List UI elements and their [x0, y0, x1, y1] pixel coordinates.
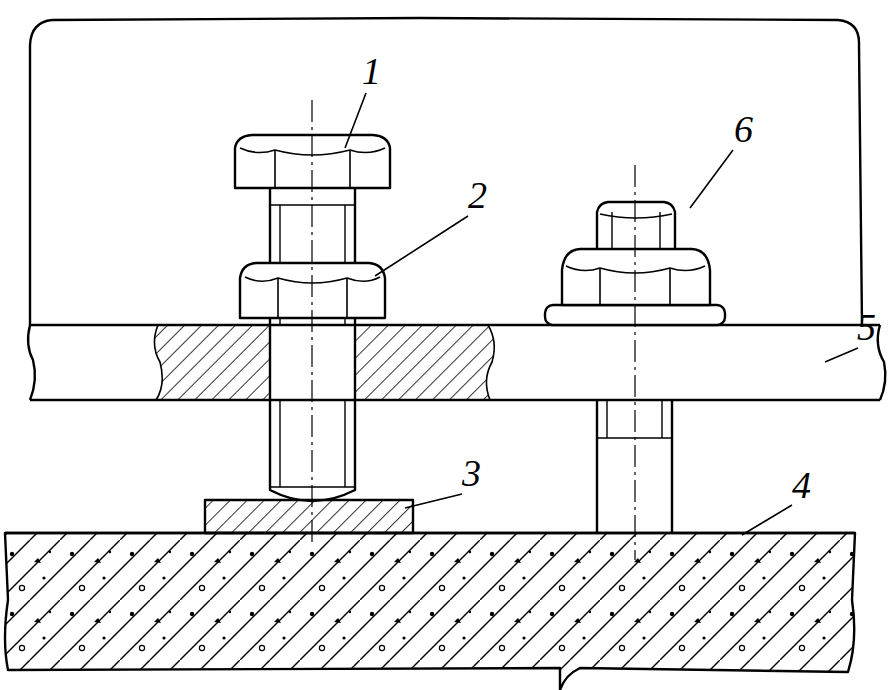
callout-number: 4	[792, 466, 811, 504]
callout-number: 2	[468, 176, 487, 214]
leader-line	[345, 93, 366, 148]
leader-line	[825, 348, 858, 362]
leader-line	[690, 150, 733, 208]
callout-number: 6	[734, 110, 753, 148]
leader-line	[405, 494, 462, 508]
callout-number: 3	[462, 454, 481, 492]
leader-line	[742, 505, 792, 535]
callout-number: 1	[362, 52, 381, 90]
leader-line	[375, 216, 468, 276]
callout-number: 5	[857, 308, 876, 346]
